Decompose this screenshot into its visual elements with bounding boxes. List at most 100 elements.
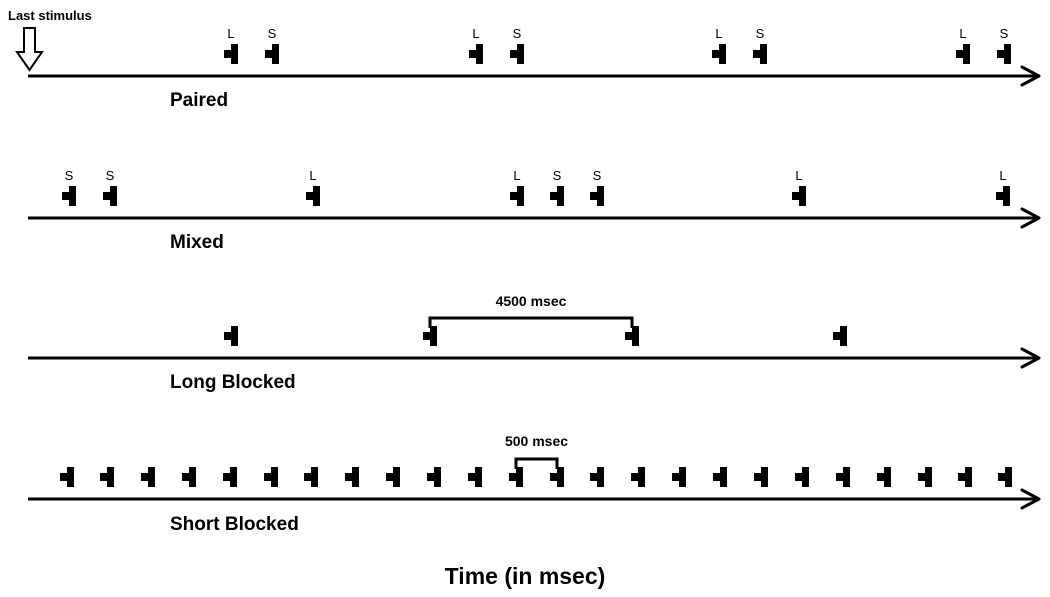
- arrowhead-icon: [1020, 207, 1041, 229]
- speaker-icon: [306, 186, 320, 206]
- stimulus: [958, 467, 972, 487]
- stimulus: [264, 467, 278, 487]
- speaker-icon: [509, 467, 523, 487]
- speaker-icon: [264, 467, 278, 487]
- speaker-icon: [469, 44, 483, 64]
- speaker-icon: [304, 467, 318, 487]
- stimulus-type-label: L: [715, 26, 722, 41]
- down-arrow-icon: [15, 27, 44, 72]
- stimulus: [509, 467, 523, 487]
- stimulus: L: [792, 168, 806, 206]
- speaker-icon: [468, 467, 482, 487]
- arrowhead-icon: [1020, 347, 1041, 369]
- stimulus: L: [469, 26, 483, 64]
- stimulus-type-label: L: [472, 26, 479, 41]
- stimulus: [713, 467, 727, 487]
- stimulus: [224, 326, 238, 346]
- speaker-icon: [753, 44, 767, 64]
- stimulus: [223, 467, 237, 487]
- stimulus: L: [956, 26, 970, 64]
- stimulus: S: [997, 26, 1011, 64]
- stimulus: [427, 467, 441, 487]
- speaker-icon: [996, 186, 1010, 206]
- stimulus-type-label: S: [553, 168, 562, 183]
- arrowhead-icon: [1020, 65, 1041, 87]
- stimulus-type-label: L: [227, 26, 234, 41]
- speaker-icon: [956, 44, 970, 64]
- stimulus: [423, 326, 437, 346]
- speaker-icon: [795, 467, 809, 487]
- speaker-icon: [833, 326, 847, 346]
- speaker-icon: [427, 467, 441, 487]
- speaker-icon: [141, 467, 155, 487]
- speaker-icon: [265, 44, 279, 64]
- stimulus: [631, 467, 645, 487]
- speaker-icon: [754, 467, 768, 487]
- stimulus: L: [996, 168, 1010, 206]
- stimulus: [182, 467, 196, 487]
- stimulus: [877, 467, 891, 487]
- stimulus: [386, 467, 400, 487]
- stimulus: [304, 467, 318, 487]
- speaker-icon: [100, 467, 114, 487]
- stimulus: [918, 467, 932, 487]
- stimulus: S: [265, 26, 279, 64]
- speaker-icon: [958, 467, 972, 487]
- stimulus: [754, 467, 768, 487]
- row-label: Long Blocked: [170, 372, 296, 393]
- speaker-icon: [345, 467, 359, 487]
- speaker-icon: [877, 467, 891, 487]
- stimulus-type-label: L: [309, 168, 316, 183]
- stimulus: S: [550, 168, 564, 206]
- stimulus-type-label: S: [268, 26, 277, 41]
- stimulus: [795, 467, 809, 487]
- speaker-icon: [625, 326, 639, 346]
- speaker-icon: [918, 467, 932, 487]
- speaker-icon: [590, 186, 604, 206]
- stimulus-type-label: S: [1000, 26, 1009, 41]
- arrowhead-icon: [1020, 488, 1041, 510]
- bracket-line: [428, 316, 634, 328]
- stimulus: L: [712, 26, 726, 64]
- stimulus-type-label: L: [795, 168, 802, 183]
- speaker-icon: [713, 467, 727, 487]
- speaker-icon: [998, 467, 1012, 487]
- stimulus: [590, 467, 604, 487]
- speaker-icon: [182, 467, 196, 487]
- stimulus: [100, 467, 114, 487]
- stimulus: [672, 467, 686, 487]
- last-stimulus-marker: Last stimulus: [8, 8, 92, 72]
- stimulus: L: [510, 168, 524, 206]
- speaker-icon: [62, 186, 76, 206]
- speaker-icon: [423, 326, 437, 346]
- row-long-blocked: Long Blocked 4500 msec: [28, 293, 1041, 393]
- speaker-icon: [223, 467, 237, 487]
- stimulus: [833, 326, 847, 346]
- row-label: Mixed: [170, 232, 224, 253]
- stimulus-type-label: L: [999, 168, 1006, 183]
- stimulus: [468, 467, 482, 487]
- bracket-line: [514, 457, 559, 469]
- stimulus: [836, 467, 850, 487]
- stimulus: [550, 467, 564, 487]
- stimulus: [998, 467, 1012, 487]
- stimulus: [141, 467, 155, 487]
- speaker-icon: [60, 467, 74, 487]
- stimulus-type-label: L: [959, 26, 966, 41]
- row-label: Paired: [170, 90, 228, 111]
- speaker-icon: [631, 467, 645, 487]
- last-stimulus-label: Last stimulus: [8, 8, 92, 23]
- stimulus-type-label: S: [593, 168, 602, 183]
- stimulus: S: [103, 168, 117, 206]
- stimulus: L: [224, 26, 238, 64]
- speaker-icon: [836, 467, 850, 487]
- stimulus: S: [590, 168, 604, 206]
- interval-label: 500 msec: [505, 433, 568, 449]
- interval-bracket: 500 msec: [505, 433, 568, 469]
- interval-bracket: 4500 msec: [428, 293, 634, 328]
